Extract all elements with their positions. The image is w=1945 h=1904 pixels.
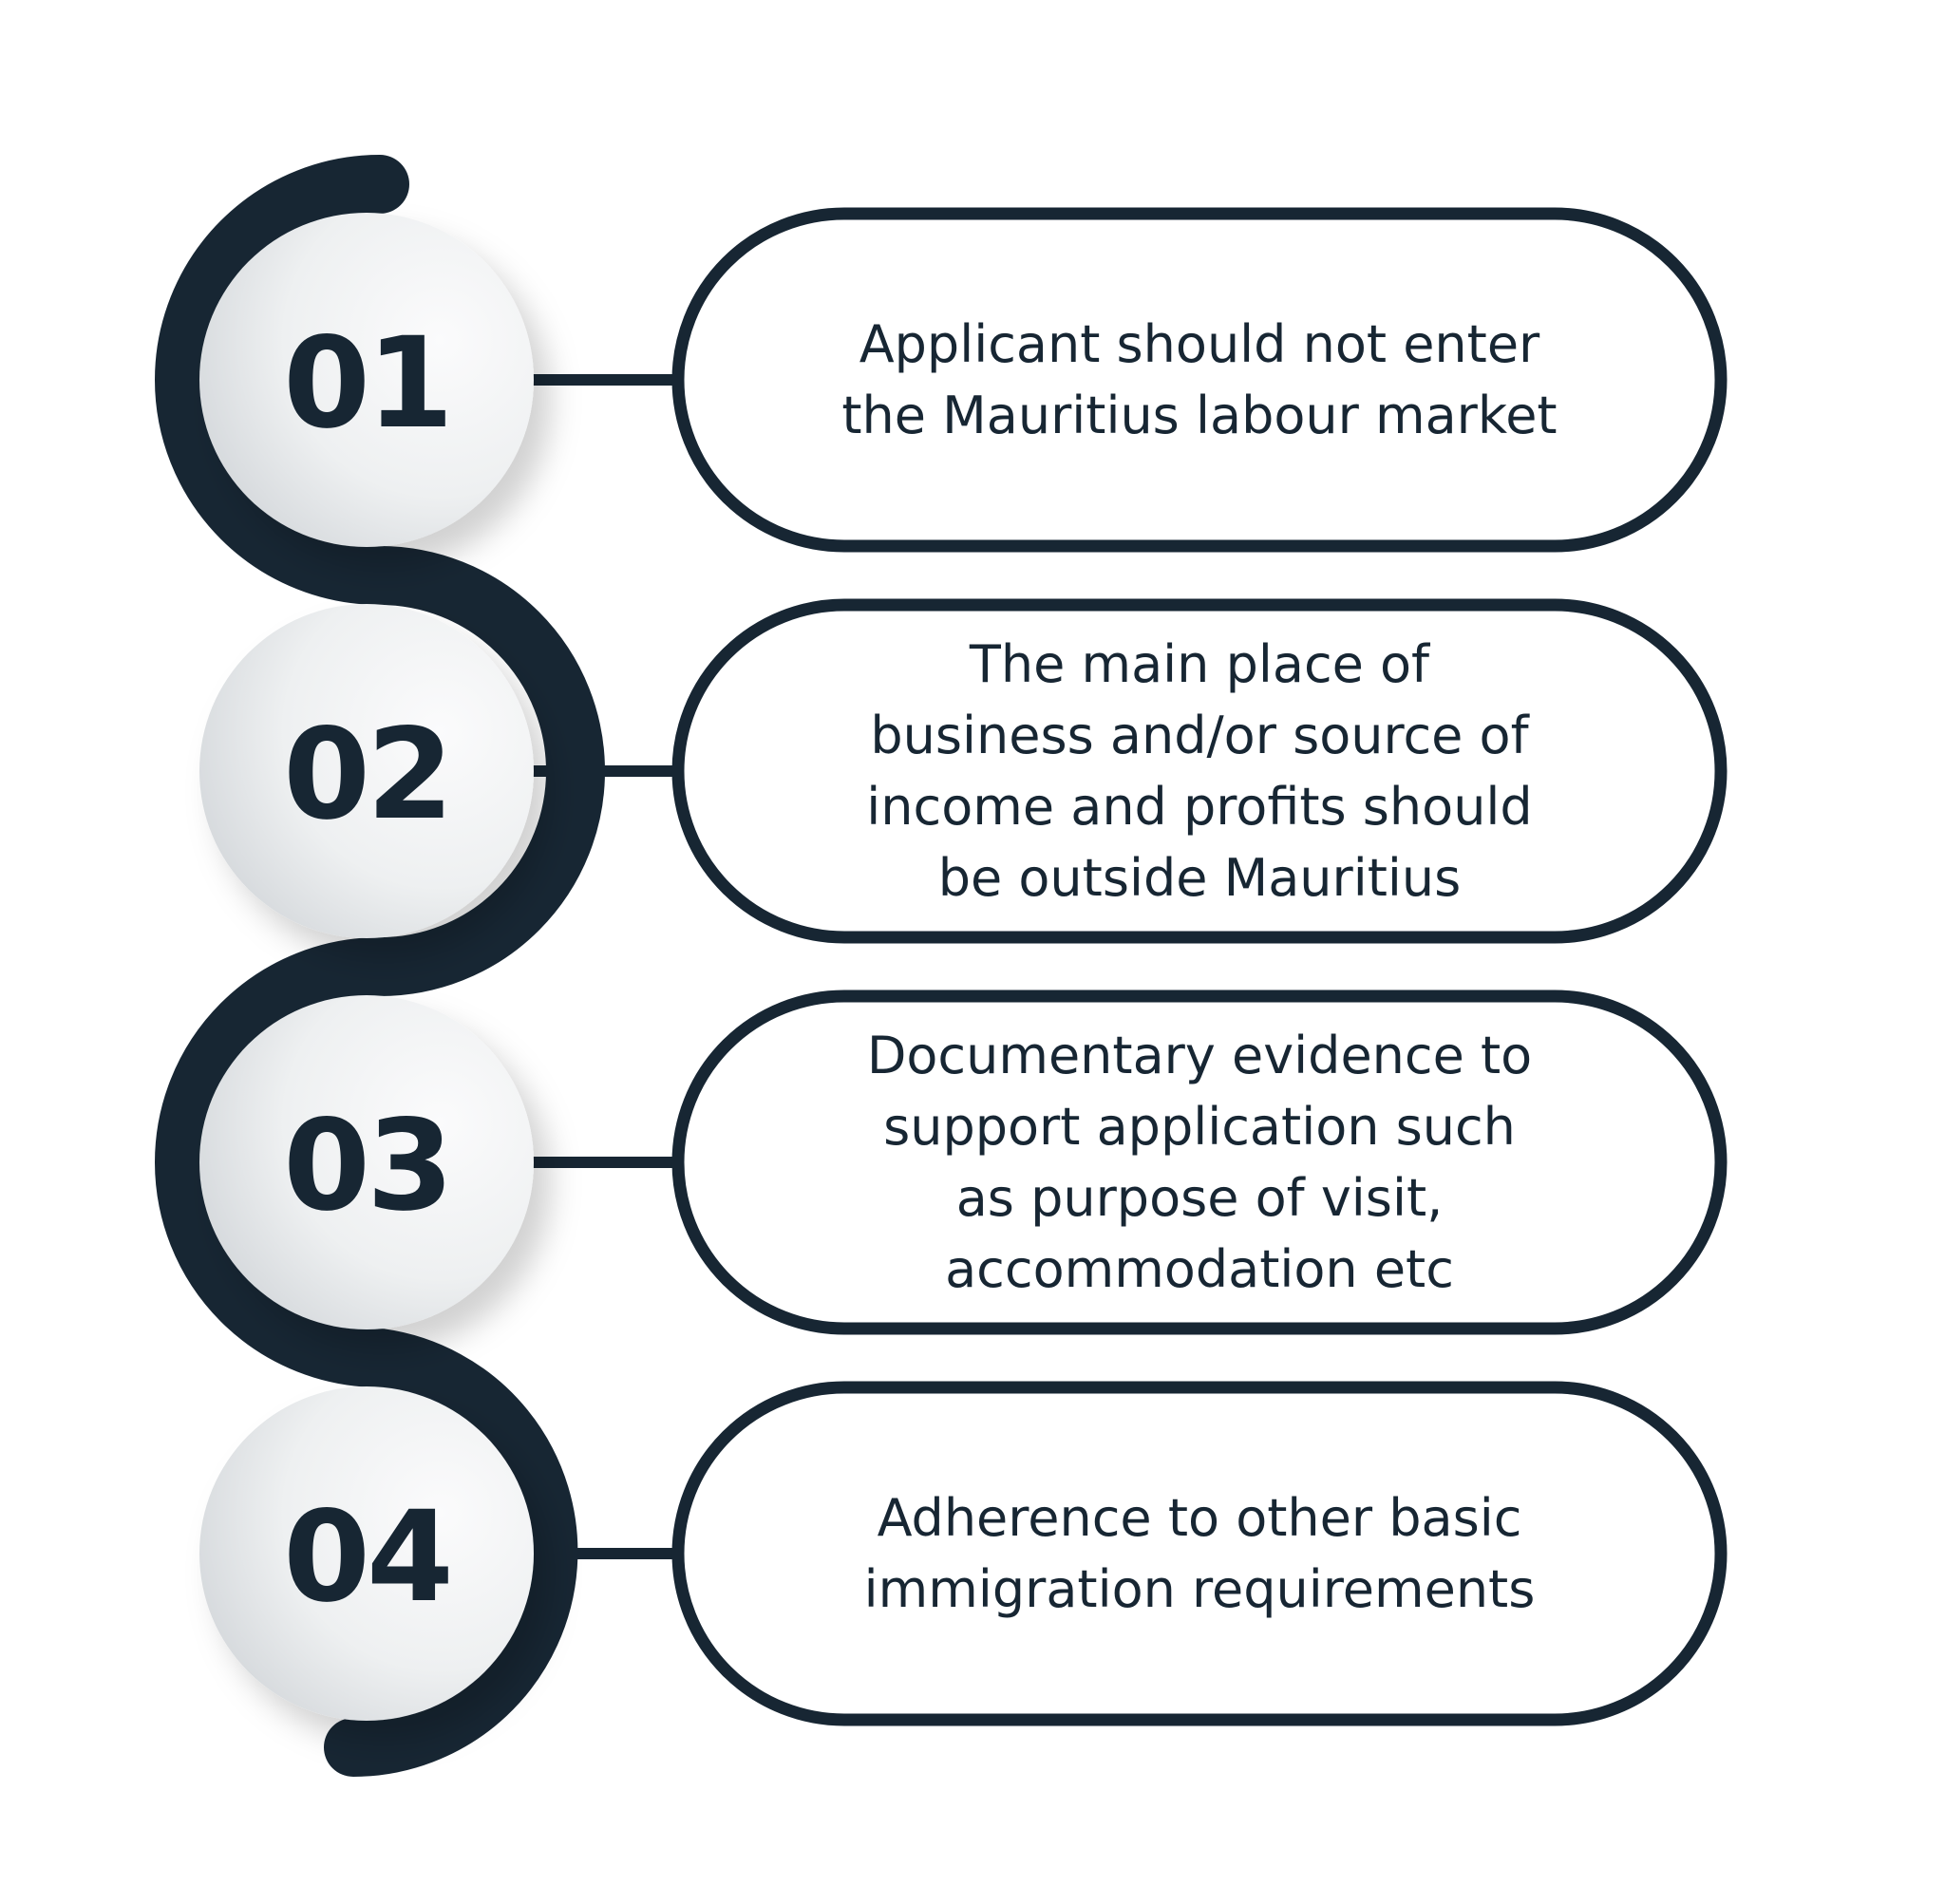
step-number-circle (199, 213, 534, 547)
step-4: 04 (199, 1381, 1728, 1726)
step-number: 01 (283, 311, 450, 457)
step-number-circle (199, 995, 534, 1329)
step-pill (671, 990, 1728, 1335)
serpentine-spine (155, 155, 605, 1777)
step-description: Adherence to other basic immigration req… (863, 1488, 1536, 1619)
step-number-circle (199, 604, 534, 938)
step-2: 02 (199, 598, 1728, 944)
step-number-circle (199, 1386, 534, 1721)
step-pill (671, 207, 1728, 553)
step-description: The main place of business and/or source… (866, 634, 1533, 908)
step-description: Applicant should not enter the Mauritius… (841, 314, 1558, 445)
step-number: 03 (283, 1093, 450, 1239)
step-1: 01 (199, 207, 1728, 553)
step-number: 02 (283, 702, 450, 848)
step-pill (671, 1381, 1728, 1726)
step-pill (671, 598, 1728, 944)
step-number: 04 (283, 1484, 450, 1631)
step-3: 03 (199, 990, 1728, 1335)
step-description: Documentary evidence to support applicat… (866, 1026, 1533, 1299)
